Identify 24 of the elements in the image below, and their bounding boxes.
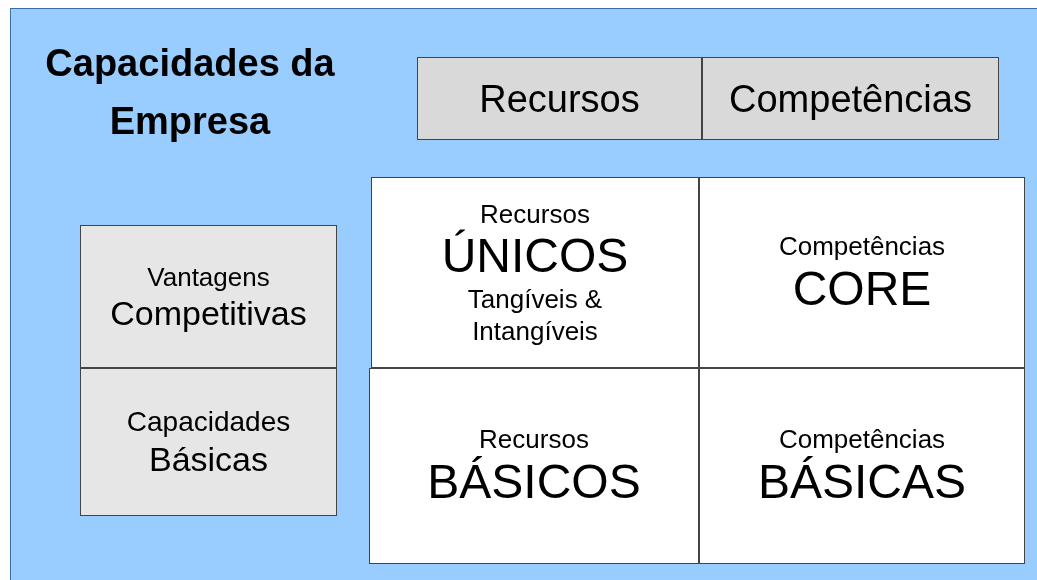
box-label: Competências [729,76,972,121]
box-subtext: Tangíveis & Intangíveis [466,282,604,347]
box-emphasis: BÁSICAS [757,455,967,509]
matrix-box [371,177,699,368]
matrix-box [369,368,699,564]
title: Capacidades da Empresa [44,41,336,144]
box-emphasis: Competitivas [110,292,307,333]
box-heading: Competências [778,423,946,455]
box-heading: Capacidades [126,405,291,439]
matrix-box [699,368,1025,564]
box-emphasis: CORE [792,261,932,316]
box-emphasis: ÚNICOS [441,228,629,283]
box-heading: Vantagens [147,260,270,293]
box-heading: Competências [778,229,946,262]
header-box [417,57,702,140]
row-header-box [80,225,337,368]
box-emphasis: Básicas [148,439,269,479]
box-heading: Recursos [480,198,590,229]
header-box [702,57,999,140]
row-header-box [80,368,337,516]
box-emphasis: BÁSICOS [427,455,641,509]
box-label: Recursos [479,76,640,121]
box-heading: Recursos [479,423,589,455]
matrix-box [699,177,1025,368]
